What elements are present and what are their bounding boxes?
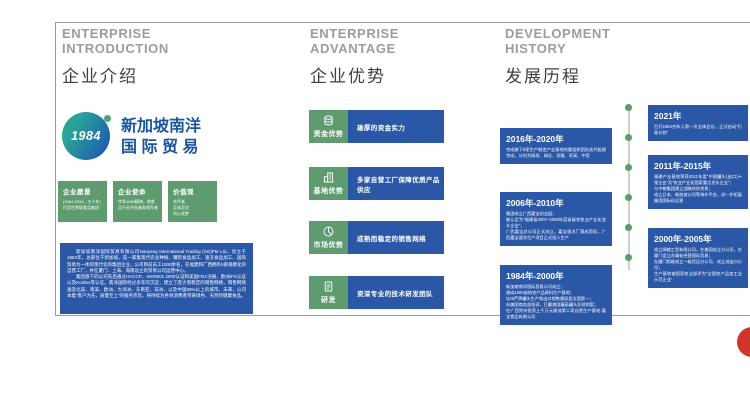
event-box-2016-2020: 2016年-2020年 完成旗下5家生产制造产业基地的重组和团队迭代组建完成，分… <box>500 128 612 164</box>
event-period: 1984年-2000年 <box>506 271 564 281</box>
values-card-body: 关怀者 至诚至信 同心逐梦 <box>173 199 189 216</box>
mission-card-body: 传承1984精神，做食品行业开拓者和领军者 <box>118 199 158 210</box>
event-box-2021: 2021年 召开1984合伙人第一次全体会议，正式启动“行星计划” <box>648 105 748 141</box>
advantage-label: 基地优势 <box>313 188 344 195</box>
mission-card-title: 企业使命 <box>118 189 146 196</box>
values-card-title: 价值观 <box>173 189 194 196</box>
timeline-dot <box>625 194 632 201</box>
history-title-en: DEVELOPMENT HISTORY <box>505 26 611 56</box>
event-box-1984-2000: 1984年-2000年 新加坡南洋国际贸易公司成立； 建成1500亩热农产品原料… <box>500 265 612 325</box>
company-about-box: 新加坡南洋国际贸易有限公司Nanyang International Tradi… <box>60 243 253 314</box>
advantage-tile-base: 基地优势 <box>309 167 348 200</box>
advantage-section-header: ENTERPRISE ADVANTAGE 企业优势 <box>310 26 400 87</box>
company-name-line2: 国际贸易 <box>121 139 204 156</box>
advantage-title-en: ENTERPRISE ADVANTAGE <box>310 26 400 56</box>
timeline-dot <box>625 224 632 231</box>
advantage-tile-rnd: 研发 <box>309 276 348 309</box>
advantage-label: 资金优势 <box>313 131 344 138</box>
about-paragraph-1: 新加坡南洋国际贸易有限公司Nanyang International Tradi… <box>67 249 247 273</box>
advantage-bar: 成熟而稳定的销售网络 <box>348 221 444 254</box>
history-section-header: DEVELOPMENT HISTORY 发展历程 <box>505 26 611 87</box>
event-box-2011-2015: 2011年-2015年 福建产业基地荣获2011年度“中国罐头(出口)十强企业”… <box>648 155 748 209</box>
logo-accent-dot <box>104 115 111 122</box>
intro-cards: 企业愿景 (1984-2034、五十年)打造世界级食品集团 企业使命 传承198… <box>58 181 217 222</box>
pie-chart-icon <box>322 225 335 238</box>
intro-section-header: ENTERPRISE INTRODUCTION 企业介绍 <box>62 26 169 87</box>
event-box-2000-2005: 2000年-2005年 成立闽榕工贸有限公司，在美国成立分公司，在厦门设立办事处… <box>648 228 748 288</box>
event-period: 2006年-2010年 <box>506 198 564 208</box>
advantage-text: 成熟而稳定的销售网络 <box>357 235 426 243</box>
advantage-bar: 多家自营工厂保障优质产品供应 <box>348 167 444 200</box>
company-name: 新加坡南洋 国际贸易 <box>121 116 203 158</box>
advantage-tile-capital: 资金优势 <box>309 110 348 143</box>
event-detail: 集团成立广西嘉宝创业园； 被认定为“福建省2007~2008年度省级农牧业产业化… <box>506 211 606 240</box>
coins-icon <box>322 114 335 127</box>
advantage-tile-market: 市场优势 <box>309 221 348 254</box>
timeline-dot <box>625 164 632 171</box>
event-period: 2016年-2020年 <box>506 134 564 144</box>
logo-year-label: 1984 <box>71 129 101 143</box>
timeline-dot <box>625 254 632 261</box>
factory-icon <box>322 171 335 184</box>
event-detail: 成立闽榕工贸有限公司，在美国成立分公司，在厦门设立办事处经营国际贸易； 在厦门相… <box>654 247 742 282</box>
advantage-label: 研发 <box>321 297 336 304</box>
advantage-text: 多家自营工厂保障优质产品供应 <box>357 176 440 194</box>
vision-card-body: (1984-2034、五十年)打造世界级食品集团 <box>63 199 101 210</box>
advantage-label: 市场优势 <box>313 242 344 249</box>
advantage-text: 雄厚的资金实力 <box>357 124 406 132</box>
history-title-zh: 发展历程 <box>505 67 581 86</box>
event-detail: 完成旗下5家生产制造产业基地的重组和团队迭代组建完成，分别为绿承、绿全、亮隆、旺… <box>506 147 606 158</box>
advantage-row-market: 市场优势 成熟而稳定的销售网络 <box>309 221 444 254</box>
timeline-line <box>628 104 630 270</box>
intro-title-zh: 企业介绍 <box>62 67 138 86</box>
values-card: 价值观 关怀者 至诚至信 同心逐梦 <box>168 181 217 222</box>
timeline-dot <box>625 104 632 111</box>
advantage-bar: 雄厚的资金实力 <box>348 110 444 143</box>
vision-card: 企业愿景 (1984-2034、五十年)打造世界级食品集团 <box>58 181 107 222</box>
mission-card: 企业使命 传承1984精神，做食品行业开拓者和领军者 <box>113 181 162 222</box>
advantage-row-base: 基地优势 多家自营工厂保障优质产品供应 <box>309 167 444 200</box>
advantage-bar: 资深专业的技术研发团队 <box>348 276 444 309</box>
panel-border <box>55 22 750 316</box>
event-period: 2011年-2015年 <box>654 161 712 171</box>
about-paragraph-2: 集团旗下的公司先后通过HACCP、ISO9001 2000认证和美国FDA注册、… <box>67 274 246 299</box>
advantage-text: 资深专业的技术研发团队 <box>357 290 433 298</box>
advantage-title-zh: 企业优势 <box>310 67 386 86</box>
advantage-row-rnd: 研发 资深专业的技术研发团队 <box>309 276 444 309</box>
company-logo-badge: 1984 <box>62 112 110 160</box>
event-box-2006-2010: 2006年-2010年 集团成立广西嘉宝创业园； 被认定为“福建省2007~20… <box>500 192 612 246</box>
company-name-line1: 新加坡南洋 <box>121 118 202 135</box>
event-detail: 召开1984合伙人第一次全体会议，正式启动“行星计划” <box>654 124 742 135</box>
document-icon <box>322 280 335 293</box>
timeline-dot <box>625 134 632 141</box>
intro-title-en: ENTERPRISE INTRODUCTION <box>62 26 169 56</box>
vision-card-title: 企业愿景 <box>63 189 91 196</box>
event-detail: 新加坡南洋国际贸易公司成立； 建成1500亩热农产品原料生产基地； Q26芦笋罐… <box>506 284 606 319</box>
event-detail: 福建产业基地荣获2011年度“中国罐头(出口)十强企业”及“农业产业化国家重点龙… <box>654 174 742 203</box>
advantage-row-capital: 资金优势 雄厚的资金实力 <box>309 110 444 143</box>
event-period: 2021年 <box>654 111 682 121</box>
decorative-red-circle <box>737 327 750 357</box>
event-period: 2000年-2005年 <box>654 234 712 244</box>
